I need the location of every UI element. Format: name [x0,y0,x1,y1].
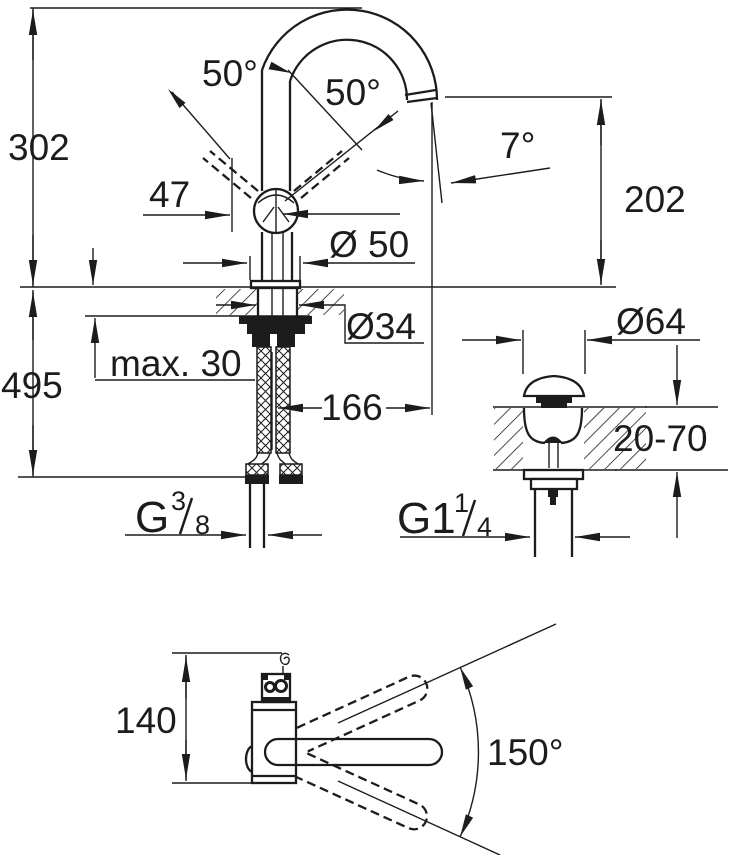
dim-cap-diameter-label: Ø64 [616,301,686,342]
mounting-nut [247,324,305,334]
hose-end-left [245,463,269,476]
dim-outlet-angle: 7° [376,125,551,185]
dim-shank-diameter-label: Ø34 [346,306,416,347]
dim-height-above-deck: 302 [8,127,70,168]
spout-outline [260,8,443,204]
spout-swivel-dashed [296,674,429,831]
dim-spout-projection: 166 [278,102,433,428]
waste-thread-numerator: 1 [454,488,469,518]
aerator-end [406,96,438,104]
top-view: 150° [115,623,564,855]
handle-tip-squiggle [279,652,290,666]
hose-end-right [279,463,303,476]
dim-outlet-angle-label: 7° [500,125,535,166]
dim-302-495: 302 495 [1,7,362,478]
mounting-deck [20,286,616,317]
dim-mounting-range-label: 20-70 [613,418,708,459]
dim-mounting-range: 20-70 [613,345,728,538]
dim-shank-diameter: Ø34 [216,300,424,347]
waste-deck [493,406,647,471]
dim-handle-offset: 47 [143,158,400,232]
dim-swivel: 150° [337,623,564,855]
dim-swivel-label: 150° [487,732,564,773]
handle-swing-dashed [202,150,350,199]
outlet-tilt-line [430,102,443,204]
dim-overall-height: 495 [1,365,63,406]
dim-cap-diameter: Ø64 [462,301,700,374]
dim-top-height: 140 [115,652,287,784]
supply-thread-denominator: 8 [195,510,210,540]
dim-base-diameter: Ø 50 [183,224,415,280]
hose-nut-right [277,334,295,347]
deck-hatch-left [216,289,257,315]
faucet-body [249,232,302,290]
waste-flange [522,468,585,481]
base-flange [249,279,302,290]
pivot-bump [244,744,253,774]
waste-cap [522,374,586,408]
waste-thread-denominator: 4 [477,512,492,542]
dim-top-height-label: 140 [115,700,177,741]
dim-deck-thickness-max: max. 30 [110,343,242,384]
waste-detail-view: Ø64 20-70 G1 1 4 [397,301,728,557]
dim-handle-swing-left-label: 50° [202,53,258,94]
waste-thread-prefix: G1 [397,494,456,543]
waste-locknut [529,477,579,491]
dim-handle-offset-label: 47 [149,174,190,215]
body-top-view [244,700,298,785]
dim-base-diameter-label: Ø 50 [329,224,409,265]
aerator-seam [404,88,437,97]
dim-waste-thread: G1 1 4 [397,488,630,543]
mounting-hardware [239,316,312,347]
dim-outlet-height: 202 [445,96,686,285]
front-view: 302 495 max. 30 Ø 50 Ø34 [1,7,686,548]
dim-max-deck: max. 30 [88,248,255,384]
spout-top-view [263,737,444,767]
dim-outlet-height-label: 202 [624,179,686,220]
dim-handle-swing-right-label: 50° [325,72,381,113]
washer [239,316,312,324]
supply-thread-numerator: 3 [171,486,186,516]
deck-hatch-right [298,289,344,315]
waste-body [522,407,585,557]
supply-hoses [245,346,303,548]
waste-pin [548,489,558,497]
supply-thread-prefix: G [135,493,169,542]
dim-spout-projection-label: 166 [321,387,383,428]
dim-supply-thread: G 3 8 [125,486,322,542]
hose-nut-left [252,334,270,347]
handle-top-view [260,652,292,704]
dim-handle-swing: 50° 50° [168,53,399,202]
